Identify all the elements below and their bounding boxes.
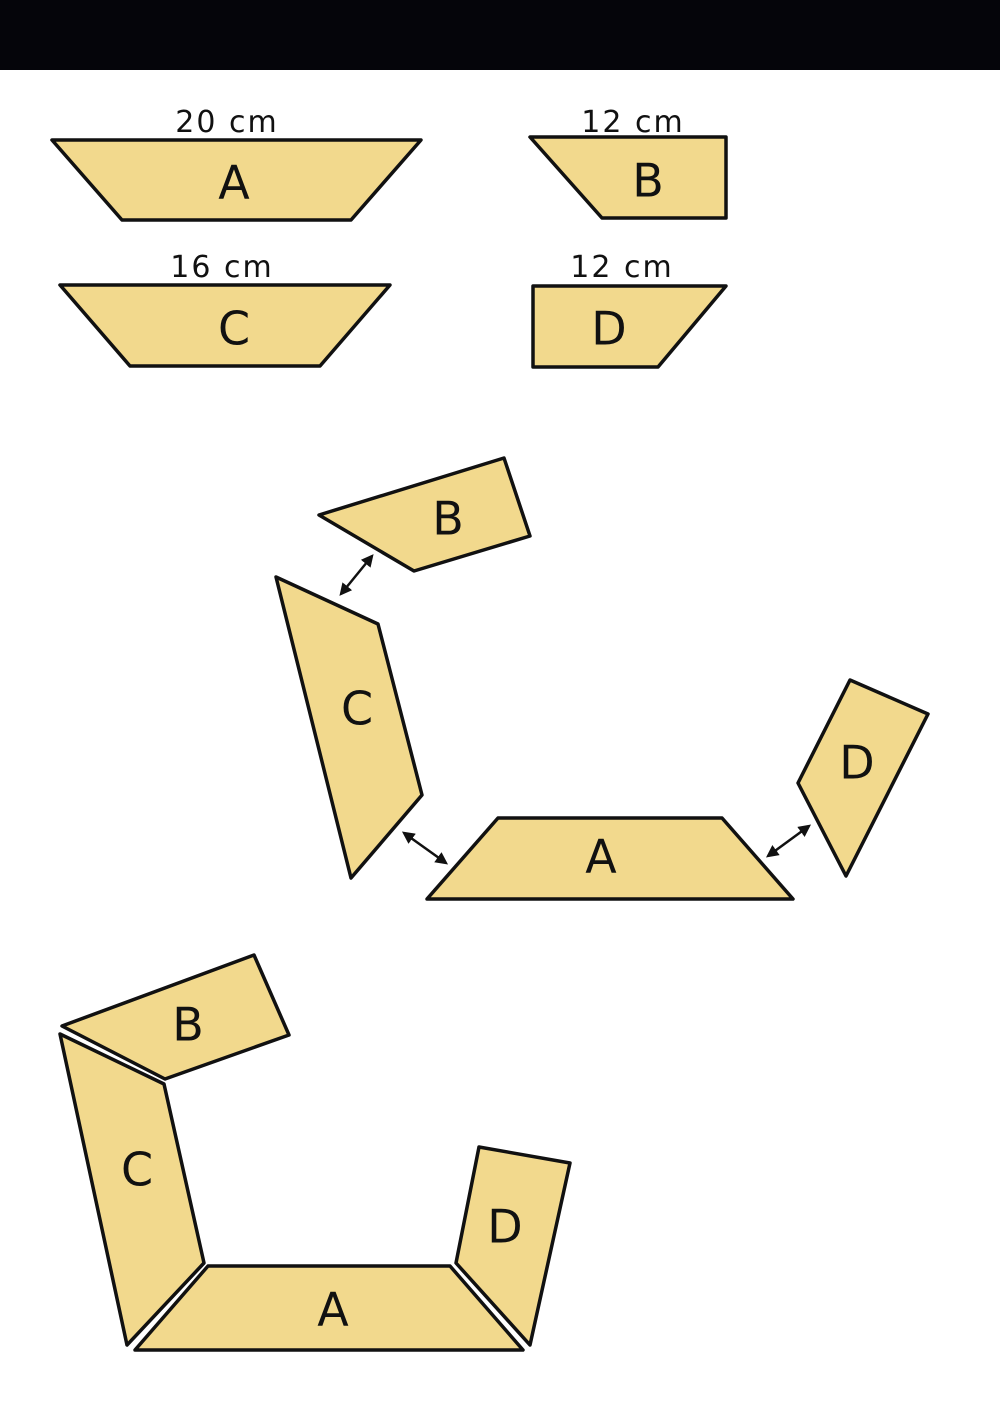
joined-piece-c (58, 1032, 206, 1347)
joined-piece-b-label: B (172, 998, 204, 1052)
piece-a-measure: 20 cm (175, 105, 278, 140)
exploded-piece-a (425, 816, 795, 901)
piece-c-reference: 16 cm C (58, 250, 392, 368)
piece-d-reference: 12 cm D (531, 250, 728, 369)
joined-piece-b (60, 953, 291, 1081)
join-arrow-a-d (765, 824, 812, 858)
exploded-piece-a-label: A (585, 830, 617, 884)
exploded-piece-c-label: C (341, 682, 373, 736)
piece-a-reference: 20 cm A (50, 105, 423, 222)
piece-b-measure: 12 cm (581, 105, 684, 140)
piece-b-reference: 12 cm B (528, 105, 728, 220)
piece-c-shape (58, 283, 392, 368)
piece-a-label: A (218, 156, 250, 210)
header-bar (0, 0, 1000, 70)
joined-assembly: B C A D (58, 953, 572, 1352)
exploded-piece-c (274, 575, 424, 880)
joined-piece-a (133, 1264, 525, 1352)
piece-c-measure: 16 cm (170, 250, 273, 285)
exploded-piece-d (796, 678, 930, 878)
joined-piece-c-label: C (121, 1143, 153, 1197)
join-arrow-b-c (339, 554, 374, 596)
exploded-piece-b-label: B (432, 492, 464, 546)
piece-a-shape (50, 138, 423, 222)
exploded-piece-b (317, 456, 532, 573)
piece-d-measure: 12 cm (570, 250, 673, 285)
piece-d-shape (531, 284, 728, 369)
piece-c-label: C (218, 302, 250, 356)
joined-piece-d (454, 1145, 572, 1347)
exploded-assembly: B C A D (274, 456, 930, 901)
join-arrow-c-a (401, 831, 449, 865)
piece-d-label: D (591, 302, 626, 356)
piece-b-shape (528, 135, 728, 220)
exploded-piece-d-label: D (839, 736, 874, 790)
joined-piece-a-label: A (317, 1283, 349, 1337)
joined-piece-d-label: D (487, 1200, 522, 1254)
piece-b-label: B (632, 154, 664, 208)
